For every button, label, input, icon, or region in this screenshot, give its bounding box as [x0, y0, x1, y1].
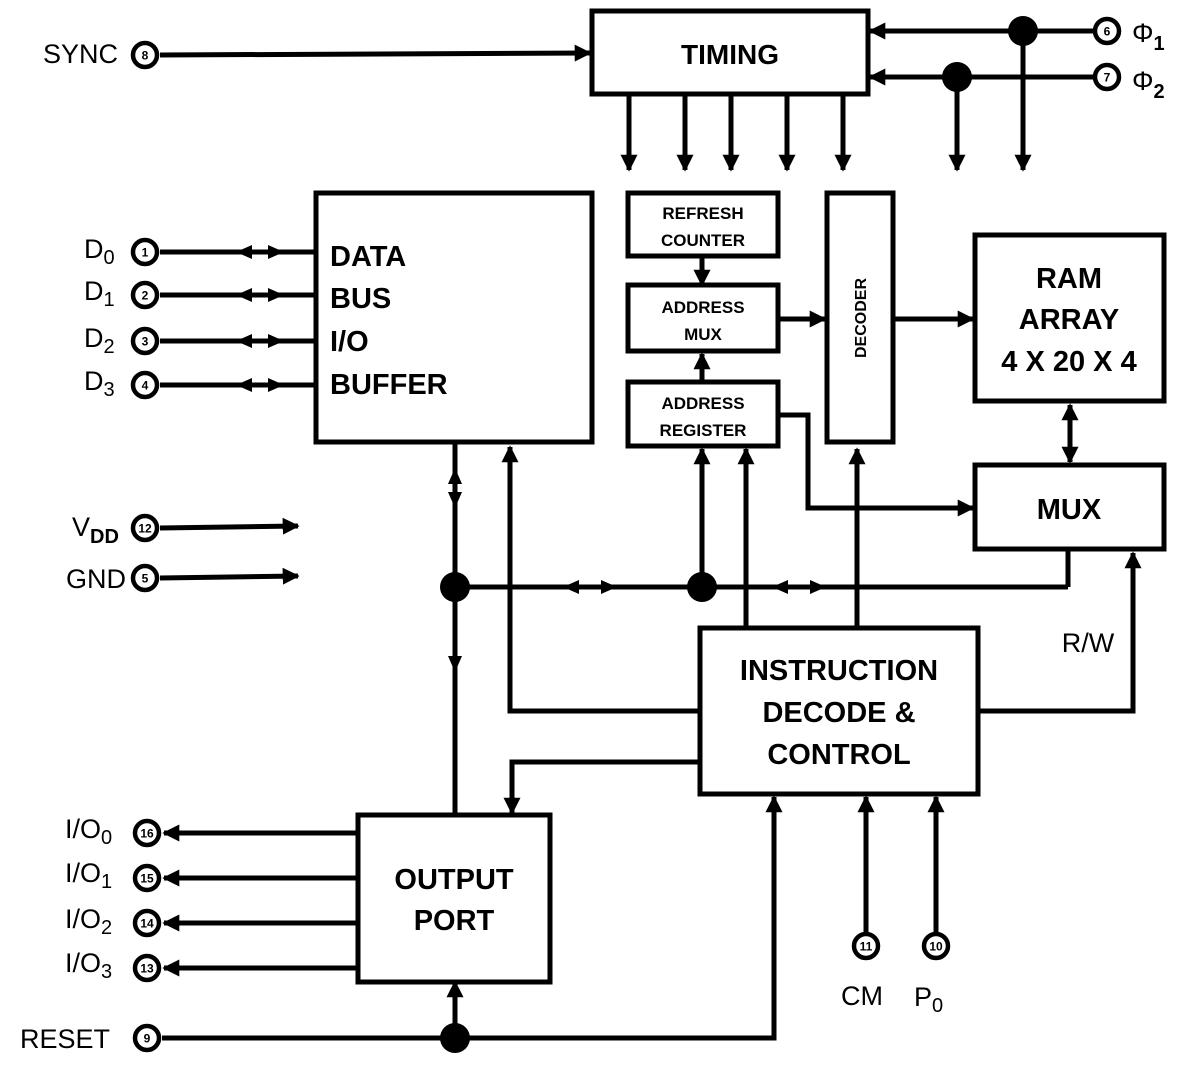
decoder-block: DECODER [824, 190, 896, 445]
address-mux-line-1: ADDRESS [661, 298, 744, 317]
pin-d1-label: D1 [84, 276, 115, 311]
pin-reset-number: 9 [144, 1032, 151, 1046]
bidirectional-arrows [236, 245, 826, 672]
pin-io1-label: I/O1 [65, 858, 112, 893]
instruction-line-1: INSTRUCTION [740, 655, 938, 687]
pin-io0: I/O0 16 [65, 814, 162, 849]
pin-cm-label: CM [841, 981, 883, 1011]
instruction-line-3: CONTROL [767, 739, 910, 771]
wire-reset [162, 795, 783, 1041]
pin-p0-number: 10 [929, 940, 943, 954]
pin-d3-number: 4 [142, 379, 149, 393]
pin-d2-number: 3 [142, 335, 149, 349]
pin-vdd-number: 12 [138, 522, 152, 536]
wire-gnd [159, 567, 300, 585]
refresh-counter-block: REFRESH COUNTER [625, 190, 781, 259]
pin-sync-number: 8 [142, 49, 149, 63]
pin-gnd: GND 5 [66, 563, 160, 594]
pin-io2-number: 14 [140, 917, 154, 931]
ram-array-line-2: ARRAY [1019, 304, 1119, 336]
junction-reset [440, 1023, 470, 1053]
pin-d0-number: 1 [142, 246, 149, 260]
data-bus-line-2: BUS [330, 283, 391, 315]
pin-sync-label: SYNC [43, 39, 118, 69]
address-mux-block: ADDRESS MUX [625, 282, 781, 354]
pin-d0: D0 1 [84, 234, 160, 269]
pin-phi1-label: Φ1 [1132, 18, 1165, 55]
junction-bus-mid [687, 572, 717, 602]
ram-array-block: RAM ARRAY 4 X 20 X 4 [972, 232, 1167, 404]
pin-io0-number: 16 [140, 827, 154, 841]
junctions [440, 16, 1038, 1053]
pin-phi2-number: 7 [1104, 71, 1111, 85]
wire-instr-to-output [503, 759, 698, 815]
pin-sync: SYNC 8 [43, 39, 160, 70]
wire-sync [159, 44, 592, 62]
pin-d0-label: D0 [84, 234, 115, 269]
timing-block: TIMING [589, 8, 871, 97]
wire-instr-to-databus [501, 445, 698, 714]
pin-io2: I/O2 14 [65, 904, 162, 939]
pin-io3-label: I/O3 [65, 948, 112, 983]
wire-addrreg-to-mux [778, 412, 975, 517]
pin-d3: D3 4 [84, 366, 160, 401]
pin-gnd-number: 5 [142, 572, 149, 586]
ram-array-line-1: RAM [1036, 263, 1102, 295]
data-bus-buffer-block: DATA BUS I/O BUFFER [313, 190, 595, 445]
pin-vdd: VDD 12 [72, 512, 160, 548]
pin-io3: I/O3 13 [65, 948, 162, 983]
pin-p0-label: P0 [914, 982, 943, 1017]
mux-label: MUX [1037, 494, 1102, 526]
data-bus-line-1: DATA [330, 241, 406, 273]
pin-d2-label: D2 [84, 323, 115, 358]
refresh-counter-line-1: REFRESH [662, 204, 743, 223]
pin-io1: I/O1 15 [65, 858, 162, 893]
address-register-line-2: REGISTER [660, 421, 747, 440]
pin-reset-label: RESET [20, 1024, 110, 1054]
pin-d1: D1 2 [84, 276, 160, 311]
junction-phi2 [942, 62, 972, 92]
address-register-line-1: ADDRESS [661, 394, 744, 413]
ram-array-line-3: 4 X 20 X 4 [1001, 346, 1136, 378]
pin-io1-number: 15 [140, 872, 154, 886]
address-register-block: ADDRESS REGISTER [625, 379, 781, 449]
output-port-line-1: OUTPUT [394, 864, 514, 896]
pin-io2-label: I/O2 [65, 904, 112, 939]
pin-gnd-label: GND [66, 564, 126, 594]
instruction-decode-block: INSTRUCTION DECODE & CONTROL [697, 625, 981, 797]
refresh-counter-line-2: COUNTER [661, 231, 745, 250]
output-port-line-2: PORT [414, 905, 495, 937]
pin-d1-number: 2 [142, 289, 149, 303]
pin-phi1-number: 6 [1104, 25, 1111, 39]
decoder-label: DECODER [853, 278, 870, 358]
data-bus-line-4: BUFFER [330, 369, 448, 401]
wire-vdd [159, 517, 300, 535]
pin-phi2: 7 Φ2 [1092, 62, 1165, 103]
pin-reset: RESET 9 [20, 1023, 162, 1054]
rw-label: R/W [1062, 628, 1115, 658]
pin-cm-number: 11 [860, 940, 873, 954]
pin-phi1: 6 Φ1 [1092, 16, 1165, 55]
address-mux-line-2: MUX [684, 325, 722, 344]
pin-d3-label: D3 [84, 366, 115, 401]
mux-block: MUX [972, 462, 1167, 552]
timing-label: TIMING [681, 39, 779, 70]
pin-p0: 10 P0 [914, 931, 951, 1017]
wire-rw [980, 551, 1142, 714]
instruction-line-2: DECODE & [762, 697, 915, 729]
data-bus-line-3: I/O [330, 326, 369, 358]
pin-io0-label: I/O0 [65, 814, 112, 849]
pin-phi2-label: Φ2 [1132, 66, 1165, 103]
pin-d2: D2 3 [84, 323, 160, 358]
pin-cm: 11 CM [841, 931, 883, 1011]
junction-phi1 [1008, 16, 1038, 46]
output-port-block: OUTPUT PORT [355, 812, 553, 985]
pin-vdd-label: VDD [72, 512, 119, 548]
pin-io3-number: 13 [140, 962, 154, 976]
junction-bus-left [440, 572, 470, 602]
